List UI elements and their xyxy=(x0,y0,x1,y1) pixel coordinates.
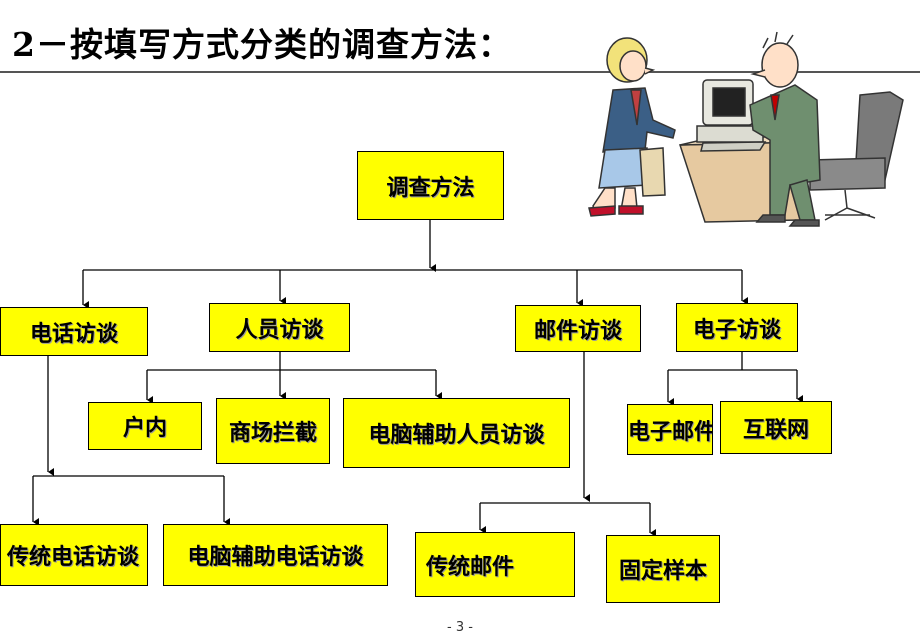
node-electronic: 电子访谈 xyxy=(676,303,798,352)
node-fixed-sample: 固定样本 xyxy=(606,535,720,603)
page-title: 2－按填写方式分类的调查方法： xyxy=(12,25,512,64)
node-capi: 电脑辅助人员访谈 xyxy=(343,398,570,468)
node-household: 户内 xyxy=(88,402,202,450)
woman-figure xyxy=(588,37,676,217)
node-personal: 人员访谈 xyxy=(209,303,350,352)
node-internet: 互联网 xyxy=(720,401,832,454)
node-phone: 电话访谈 xyxy=(0,307,148,356)
node-mail: 邮件访谈 xyxy=(515,305,641,352)
page-number: - 3 - xyxy=(447,620,473,635)
armchair xyxy=(809,91,904,221)
node-traditional-mail: 传统邮件 xyxy=(415,532,575,597)
illustration-two-people-at-computer xyxy=(588,31,904,227)
node-mall-intercept: 商场拦截 xyxy=(216,398,330,464)
node-cati: 电脑辅助电话访谈 xyxy=(163,524,388,586)
node-email: 电子邮件 xyxy=(627,404,713,455)
man-figure xyxy=(749,31,821,227)
node-traditional-phone: 传统电话访谈 xyxy=(0,524,148,586)
node-root: 调查方法 xyxy=(357,151,504,220)
title-divider xyxy=(0,71,920,73)
computer xyxy=(696,79,767,152)
